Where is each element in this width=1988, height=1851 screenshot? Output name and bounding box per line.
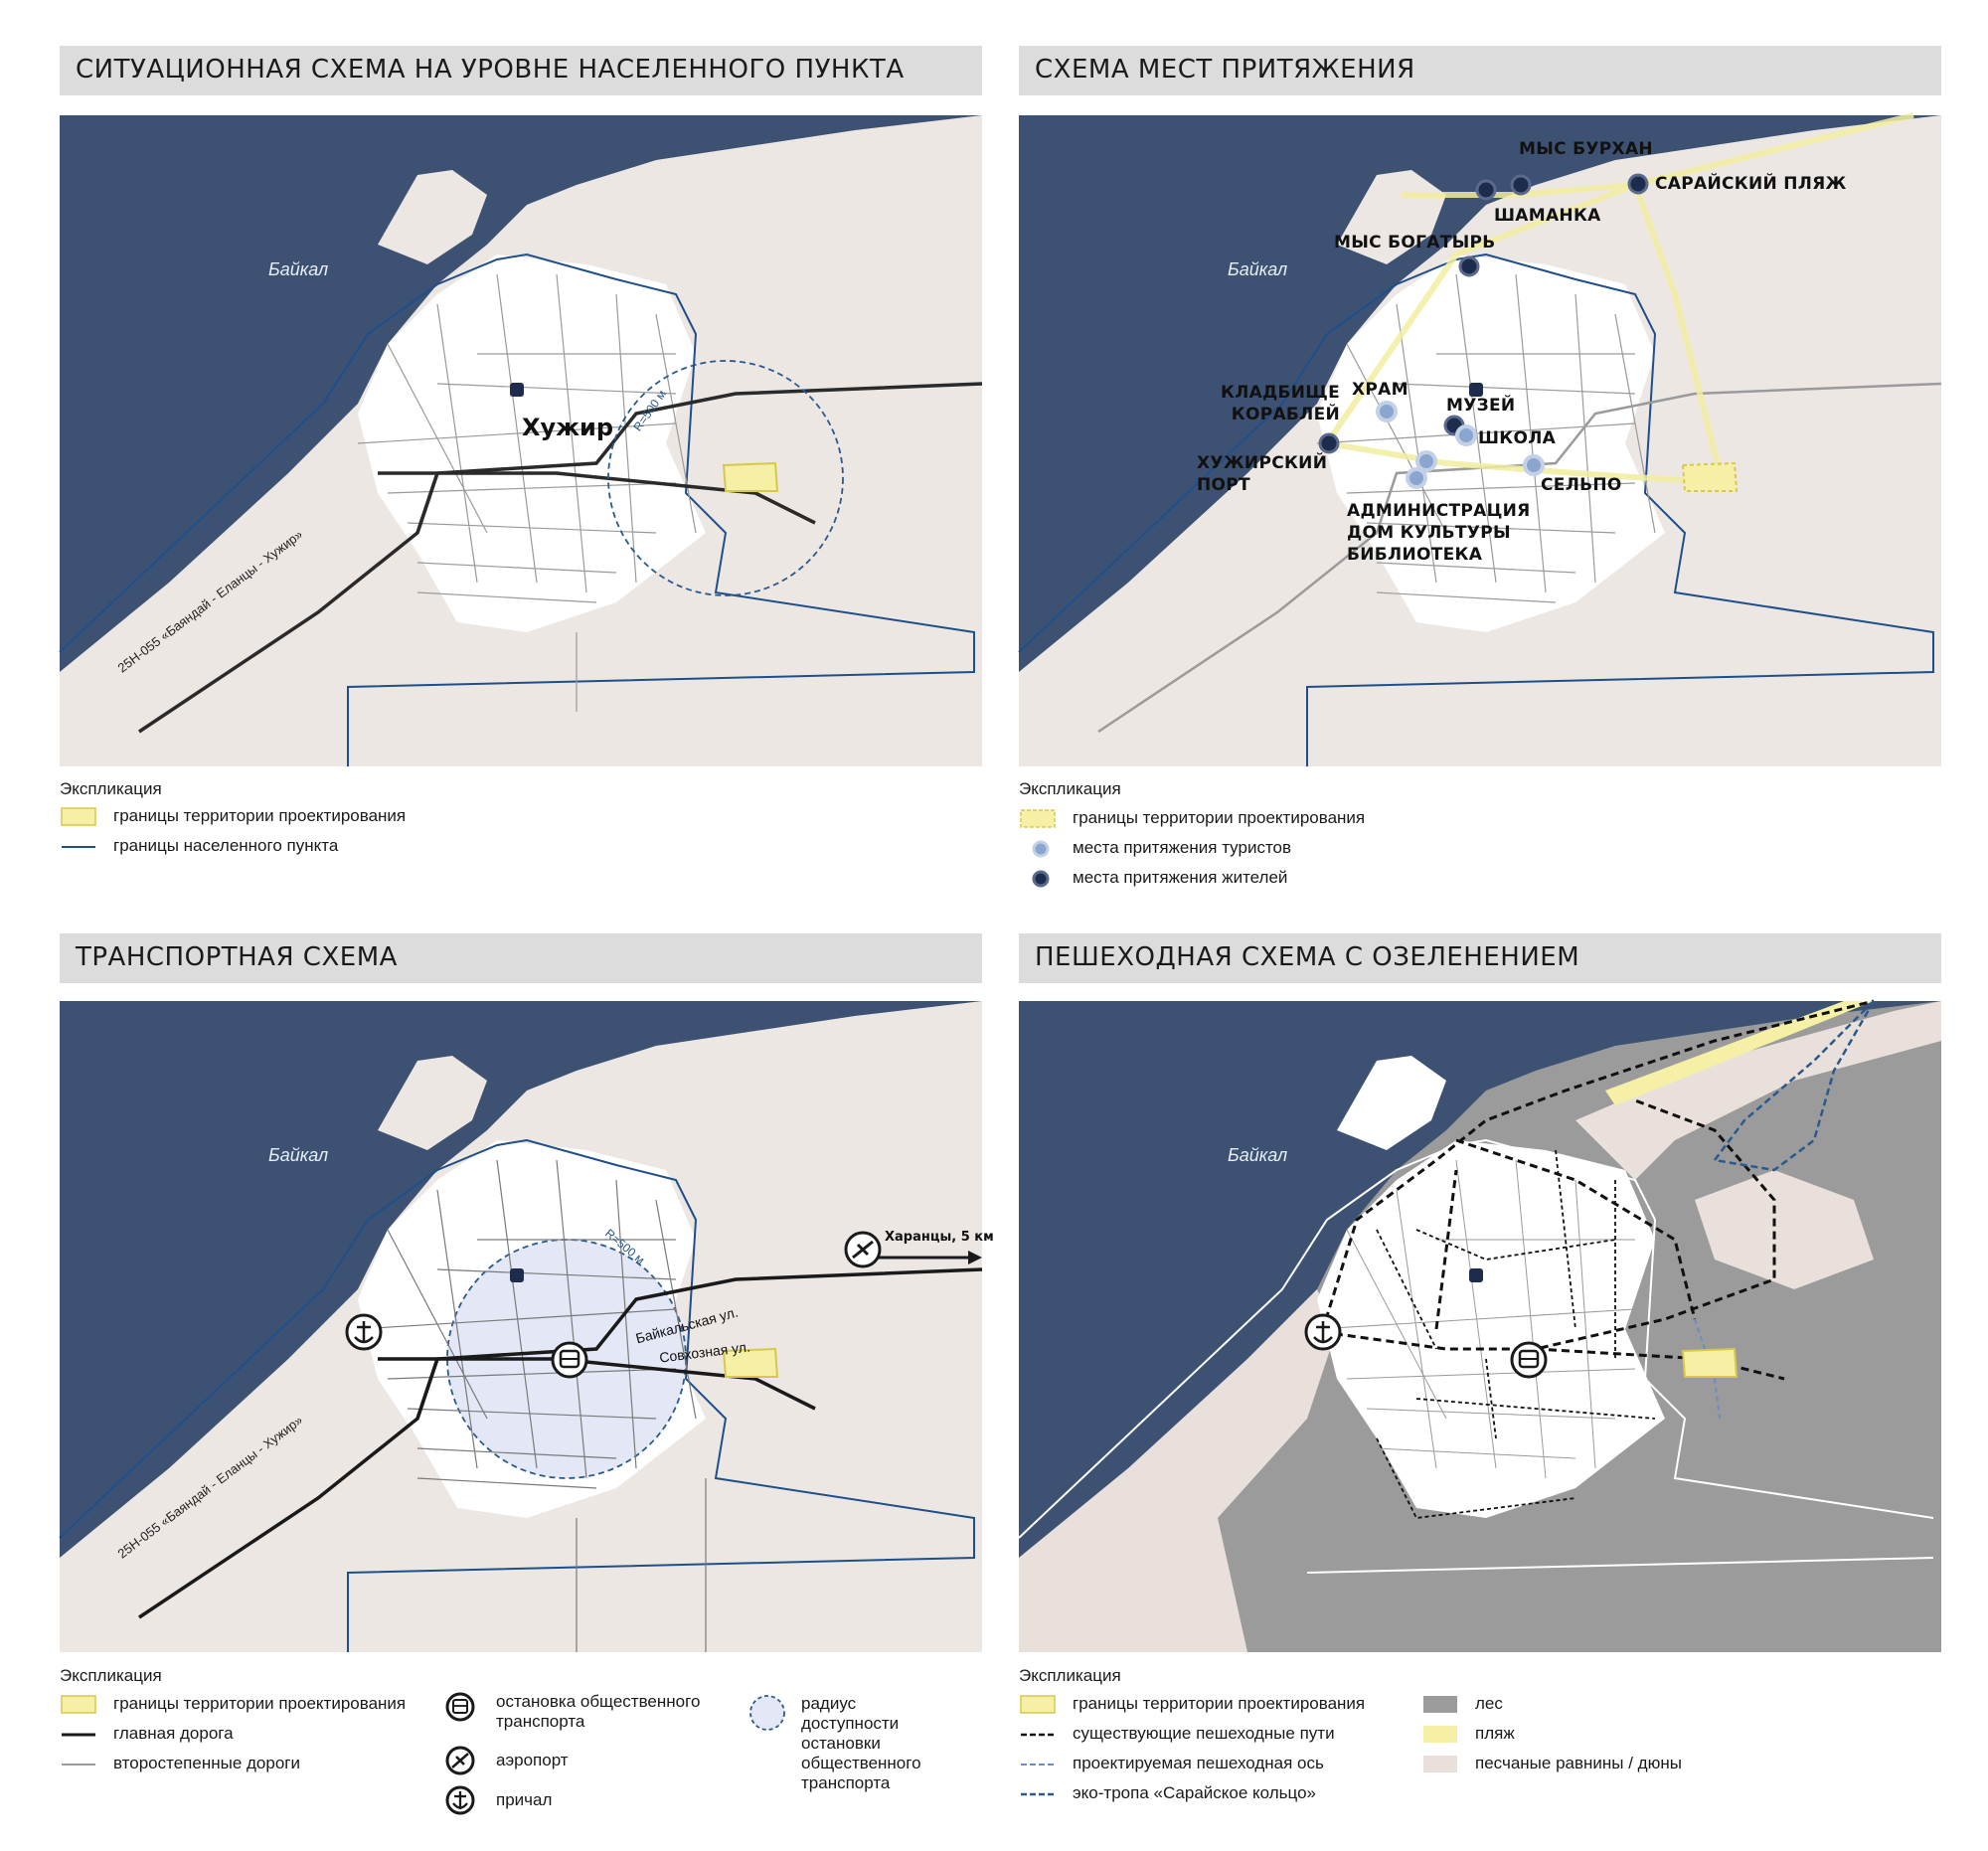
map-transport: Байкал R=500 м Байкальская ул. Совхозная…: [59, 1001, 994, 1652]
panel-attractions-header: СХЕМА МЕСТ ПРИТЯЖЕНИЯ: [1019, 46, 1941, 95]
bus-stop-icon: [551, 1341, 588, 1379]
panel-situational-header: СИТУАЦИОННАЯ СХЕМА НА УРОВНЕ НАСЕЛЕННОГО…: [60, 46, 982, 95]
poi-admin: АДМИНИСТРАЦИЯ ДОМ КУЛЬТУРЫ БИБЛИОТЕКА: [1347, 501, 1531, 565]
poi-cemetery: КЛАДБИЩЕ КОРАБЛЕЙ: [1221, 383, 1341, 424]
poi-sarai-beach: САРАЙСКИЙ ПЛЯЖ: [1655, 174, 1847, 194]
pier-icon: [345, 1313, 383, 1351]
map-pedestrian: Байкал: [1018, 999, 1941, 1652]
panel-pedestrian-header: ПЕШЕХОДНАЯ СХЕМА С ОЗЕЛЕНЕНИЕМ: [1019, 933, 1941, 983]
lake-label: Байкал: [1228, 259, 1288, 279]
airport-label: Харанцы, 5 км: [885, 1230, 994, 1245]
poi-museum: МУЗЕЙ: [1446, 396, 1516, 416]
panel-transport-header: ТРАНСПОРТНАЯ СХЕМА: [60, 933, 982, 983]
poi-temple: ХРАМ: [1352, 380, 1408, 400]
panel-pedestrian-title: ПЕШЕХОДНАЯ СХЕМА С ОЗЕЛЕНЕНИЕМ: [1035, 942, 1580, 972]
map-attractions: Байкал МЫС БУРХАН САРАЙСКИЙ ПЛЯЖ ШАМАНКА…: [1018, 112, 1942, 766]
poi-burkhan: МЫС БУРХАН: [1519, 139, 1653, 159]
bus-stop-icon: [1510, 1341, 1548, 1379]
lake-label: Байкал: [1228, 1145, 1288, 1165]
lake-label: Байкал: [268, 259, 329, 279]
legend-title-transport: Экспликация: [60, 1666, 162, 1685]
airport-icon: [844, 1231, 882, 1268]
poi-school: ШКОЛА: [1478, 428, 1557, 448]
village-label: Хужир: [522, 414, 614, 441]
lake-label: Байкал: [268, 1145, 329, 1165]
legend-title-attractions: Экспликация: [1019, 779, 1121, 798]
poi-shamanka: ШАМАНКА: [1494, 206, 1601, 226]
pier-icon: [1304, 1313, 1342, 1351]
poi-port: ХУЖИРСКИЙ ПОРТ: [1197, 453, 1328, 495]
panel-attractions-title: СХЕМА МЕСТ ПРИТЯЖЕНИЯ: [1035, 55, 1415, 84]
map-situational: Байкал Хужир R=500 м 25Н-055 «Баяндай - …: [59, 115, 983, 766]
panel-situational-title: СИТУАЦИОННАЯ СХЕМА НА УРОВНЕ НАСЕЛЕННОГО…: [76, 55, 905, 84]
legend-title-situational: Экспликация: [60, 779, 162, 798]
panel-transport-title: ТРАНСПОРТНАЯ СХЕМА: [76, 942, 398, 972]
poi-bogatyr: МЫС БОГАТЫРЬ: [1334, 233, 1496, 252]
legend-title-pedestrian: Экспликация: [1019, 1666, 1121, 1685]
poi-selpo: СЕЛЬПО: [1541, 475, 1622, 495]
